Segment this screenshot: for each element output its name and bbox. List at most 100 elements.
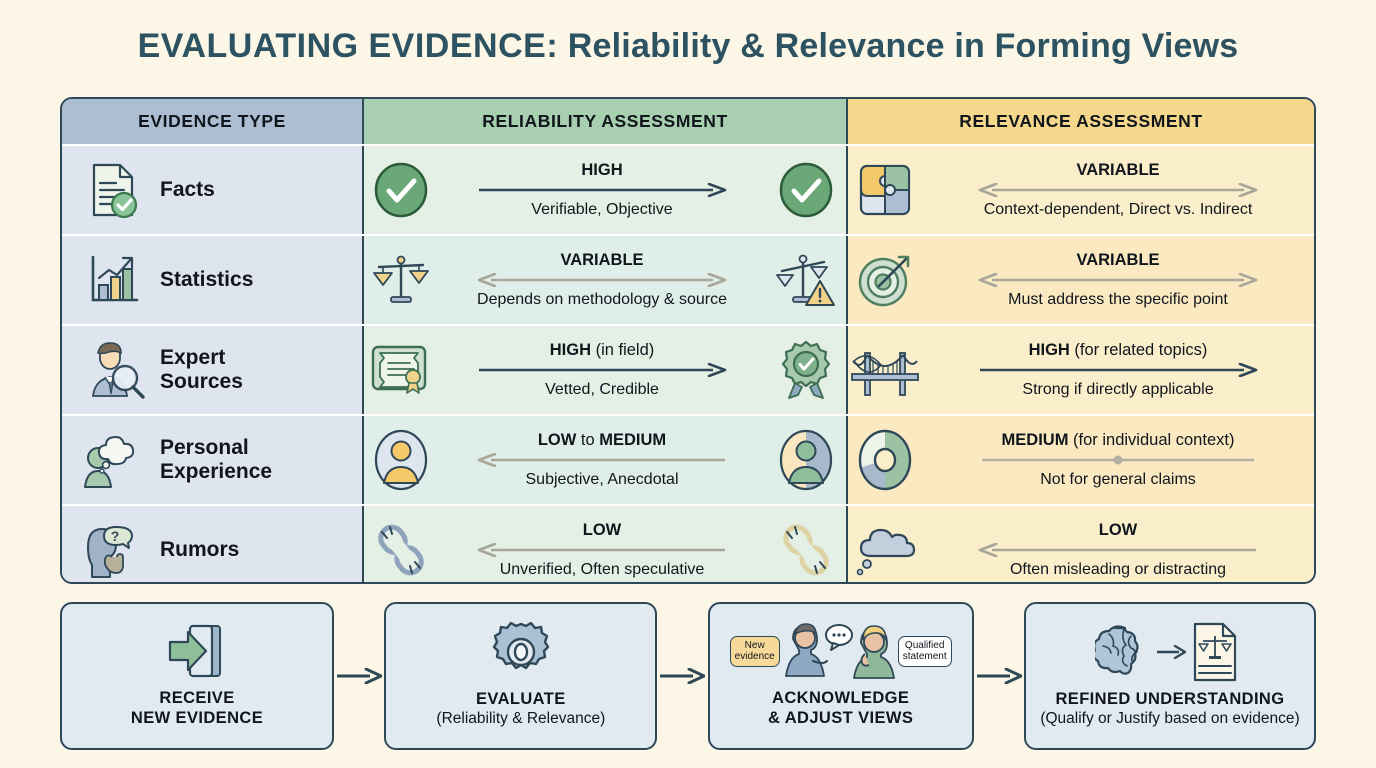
evidence-type-cell: Personal Experience <box>62 416 364 504</box>
line-with-dot-icon <box>928 453 1308 467</box>
evidence-type-cell: Statistics <box>62 236 364 324</box>
gear-icon <box>491 621 551 683</box>
arrow-left-icon <box>928 543 1308 557</box>
flow-step-acknowledge[interactable]: New evidence <box>707 602 974 750</box>
new-evidence-bubble: New evidence <box>729 635 780 667</box>
bubble-line2: statement <box>902 651 947 662</box>
whisper-question-icon: ? <box>76 521 152 579</box>
puzzle-icon <box>848 162 922 218</box>
relevance-cell: MEDIUM (for individual context) Not for … <box>848 416 1314 504</box>
evidence-type-label: Facts <box>160 178 215 201</box>
avatar-split-icon <box>766 429 846 491</box>
evidence-type-label: Expert Sources <box>160 346 243 394</box>
column-header-evidence-type: EVIDENCE TYPE <box>62 99 364 144</box>
relevance-cell: LOW Often misleading or distracting <box>848 506 1314 582</box>
award-badge-icon <box>766 340 846 400</box>
arrow-right-icon <box>928 363 1308 377</box>
relevance-level: VARIABLE <box>1076 161 1160 179</box>
broken-chain-icon <box>364 522 438 578</box>
table-row: Facts HIGH <box>62 144 1314 234</box>
evidence-type-label: Rumors <box>160 538 240 561</box>
table-row: Expert Sources <box>62 324 1314 414</box>
bridge-icon <box>848 343 922 397</box>
broken-chain-yellow-icon <box>766 522 846 578</box>
check-circle-icon <box>766 161 846 219</box>
table-row: ? Rumors <box>62 504 1314 582</box>
brain-to-document-icon <box>1094 621 1245 683</box>
relevance-level: LOW <box>1098 521 1138 539</box>
reliability-detail: Subjective, Anecdotal <box>525 471 679 488</box>
svg-text:?: ? <box>111 528 120 544</box>
donut-chart-icon <box>848 429 922 491</box>
bubble-line1: Qualified <box>904 639 945 651</box>
table-row: Statistics <box>62 234 1314 324</box>
flow-step-label: ACKNOWLEDGE <box>772 689 910 707</box>
matrix-header-row: EVIDENCE TYPE RELIABILITY ASSESSMENT REL… <box>62 99 1314 144</box>
target-arrow-icon <box>848 251 922 309</box>
bubble-line1: New <box>744 639 765 651</box>
thought-cloud-icon <box>848 522 922 578</box>
page-title: EVALUATING EVIDENCE: Reliability & Relev… <box>0 26 1376 66</box>
flow-step-receive[interactable]: RECEIVE NEW EVIDENCE <box>60 602 334 750</box>
reliability-level: LOW <box>582 521 622 539</box>
reliability-level: LOW to MEDIUM <box>537 431 667 449</box>
balance-scale-icon <box>364 251 438 309</box>
evidence-type-label-line2: Sources <box>160 370 243 393</box>
reliability-level: HIGH <box>581 161 623 179</box>
arrow-left-icon <box>444 543 760 557</box>
reliability-cell: VARIABLE Depends on methodology & source <box>364 236 848 324</box>
flow-step-sub: (Reliability & Relevance) <box>436 709 606 727</box>
avatar-circle-icon <box>364 429 438 491</box>
flow-step-sub: (Qualify or Justify based on evidence) <box>1040 709 1300 727</box>
evidence-type-cell: ? Rumors <box>62 506 364 582</box>
evidence-type-cell: Facts <box>62 146 364 234</box>
flow-connector <box>334 668 384 684</box>
scale-warning-icon <box>766 251 846 309</box>
evidence-type-label-line1: Personal <box>160 436 249 459</box>
flow-step-label: REFINED UNDERSTANDING <box>1055 689 1285 708</box>
arrow-right-icon <box>444 363 760 377</box>
relevance-level: HIGH (for related topics) <box>1028 341 1208 359</box>
flow-connector <box>974 668 1024 684</box>
flow-step-label-line2: NEW EVIDENCE <box>130 709 264 727</box>
reliability-level: HIGH (in field) <box>549 341 655 359</box>
double-arrow-icon <box>928 273 1308 287</box>
bubble-line2: evidence <box>734 651 775 662</box>
relevance-cell: HIGH (for related topics) Strong if dire… <box>848 326 1314 414</box>
reliability-detail: Vetted, Credible <box>545 381 659 398</box>
expert-magnifier-icon <box>76 340 152 400</box>
check-circle-icon <box>364 161 438 219</box>
document-check-icon <box>76 161 152 219</box>
reliability-detail: Unverified, Often speculative <box>499 561 705 578</box>
relevance-level: VARIABLE <box>1076 251 1160 269</box>
reliability-cell: LOW Unverified, Often speculative <box>364 506 848 582</box>
evidence-type-label-line2: Experience <box>160 460 273 483</box>
page-title-strong: EVALUATING EVIDENCE: <box>137 27 559 65</box>
evidence-matrix: EVIDENCE TYPE RELIABILITY ASSESSMENT REL… <box>60 97 1316 584</box>
column-header-relevance: RELEVANCE ASSESSMENT <box>848 99 1314 144</box>
reliability-detail: Depends on methodology & source <box>477 291 727 308</box>
reliability-cell: HIGH Verifiable, Objective <box>364 146 848 234</box>
relevance-level: MEDIUM (for individual context) <box>1001 431 1235 449</box>
evidence-type-cell: Expert Sources <box>62 326 364 414</box>
reliability-cell: HIGH (in field) Vetted, Credible <box>364 326 848 414</box>
certificate-icon <box>364 343 438 397</box>
flow-step-label-line2: & ADJUST VIEWS <box>768 709 914 727</box>
evidence-type-label-line1: Expert <box>160 346 226 369</box>
flow-step-evaluate[interactable]: EVALUATE (Reliability & Relevance) <box>384 602 658 750</box>
reliability-detail: Verifiable, Objective <box>531 201 673 218</box>
discussion-figures-icon <box>784 623 895 679</box>
evidence-type-label: Personal Experience <box>160 436 272 484</box>
flow-step-label: EVALUATE <box>475 689 566 708</box>
reliability-cell: LOW to MEDIUM Subjective, Anecdotal <box>364 416 848 504</box>
qualified-statement-bubble: Qualified statement <box>897 635 952 667</box>
arrow-right-icon <box>444 183 760 197</box>
arrow-left-icon <box>444 453 760 467</box>
flow-step-refined-understanding[interactable]: REFINED UNDERSTANDING (Qualify or Justif… <box>1023 602 1316 750</box>
table-row: Personal Experience LOW to MEDIUM <box>62 414 1314 504</box>
import-document-arrow-icon <box>166 620 228 682</box>
relevance-detail: Context-dependent, Direct vs. Indirect <box>983 201 1253 218</box>
double-arrow-icon <box>928 183 1308 197</box>
evidence-type-label: Statistics <box>160 268 254 291</box>
